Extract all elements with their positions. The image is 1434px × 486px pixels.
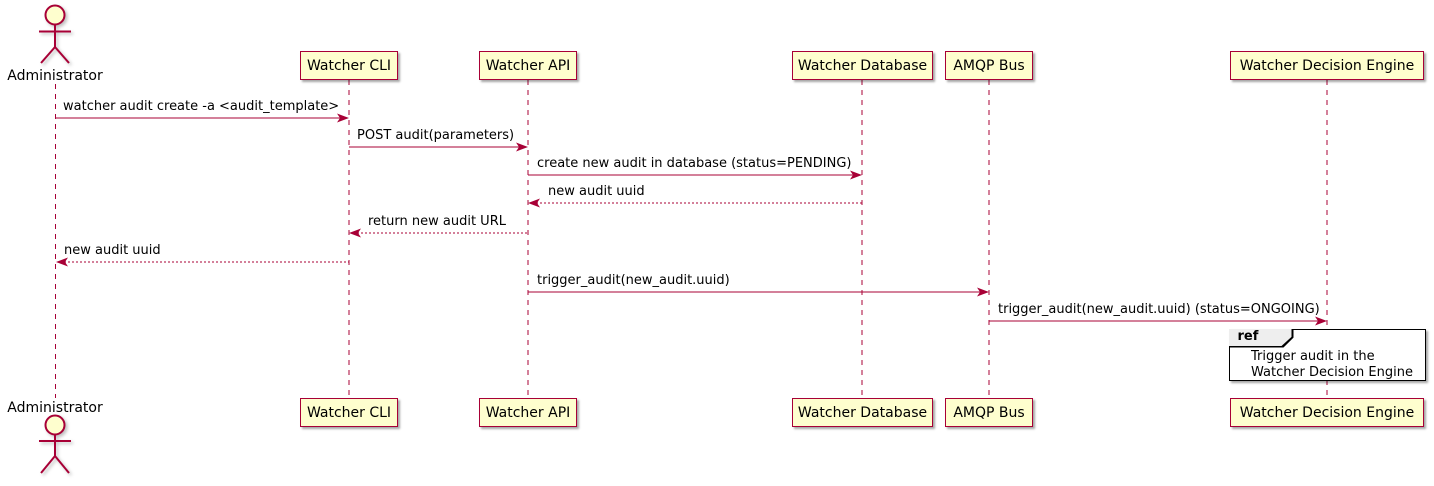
message-arrow-7 (528, 287, 989, 297)
ref-fragment: ref Trigger audit in the Watcher Decisio… (1229, 329, 1426, 381)
actor-administrator-label-top: Administrator (7, 68, 103, 84)
message-label-1: watcher audit create -a <audit_template> (63, 99, 340, 114)
participant-watcher-decision-engine-top: Watcher Decision Engine (1230, 51, 1424, 80)
message-label-2: POST audit(parameters) (357, 128, 515, 143)
message-label-3: create new audit in database (status=PEN… (537, 156, 852, 171)
participant-watcher-database-top: Watcher Database (792, 51, 933, 80)
participant-watcher-cli-bottom: Watcher CLI (300, 398, 398, 427)
ref-tag: ref (1229, 329, 1294, 348)
message-label-5: return new audit URL (368, 214, 506, 229)
participant-watcher-decision-engine-bottom: Watcher Decision Engine (1230, 398, 1424, 427)
message-arrow-1 (56, 113, 349, 123)
participant-amqp-bus-top: AMQP Bus (945, 51, 1033, 80)
message-arrow-4 (528, 198, 862, 208)
message-arrow-3 (528, 170, 862, 180)
message-arrow-2 (349, 142, 528, 152)
ref-text-line-2: Watcher Decision Engine (1251, 365, 1413, 380)
message-label-6: new audit uuid (64, 243, 161, 258)
actor-administrator-figure-bottom (39, 414, 71, 474)
message-arrow-6 (56, 257, 349, 267)
message-label-8: trigger_audit(new_audit.uuid) (status=ON… (998, 302, 1320, 317)
message-arrow-8 (989, 316, 1327, 326)
message-label-7: trigger_audit(new_audit.uuid) (537, 273, 730, 288)
participant-amqp-bus-bottom: AMQP Bus (945, 398, 1033, 427)
ref-text-line-1: Trigger audit in the (1251, 349, 1375, 364)
actor-administrator-figure-top (39, 4, 71, 64)
participant-watcher-api-top: Watcher API (479, 51, 577, 80)
message-label-4: new audit uuid (548, 184, 645, 199)
ref-keyword: ref (1237, 329, 1259, 344)
participant-watcher-database-bottom: Watcher Database (792, 398, 933, 427)
participant-watcher-api-bottom: Watcher API (479, 398, 577, 427)
participant-watcher-cli-top: Watcher CLI (300, 51, 398, 80)
actor-administrator-label-bottom: Administrator (7, 400, 103, 416)
message-arrow-5 (349, 228, 528, 238)
